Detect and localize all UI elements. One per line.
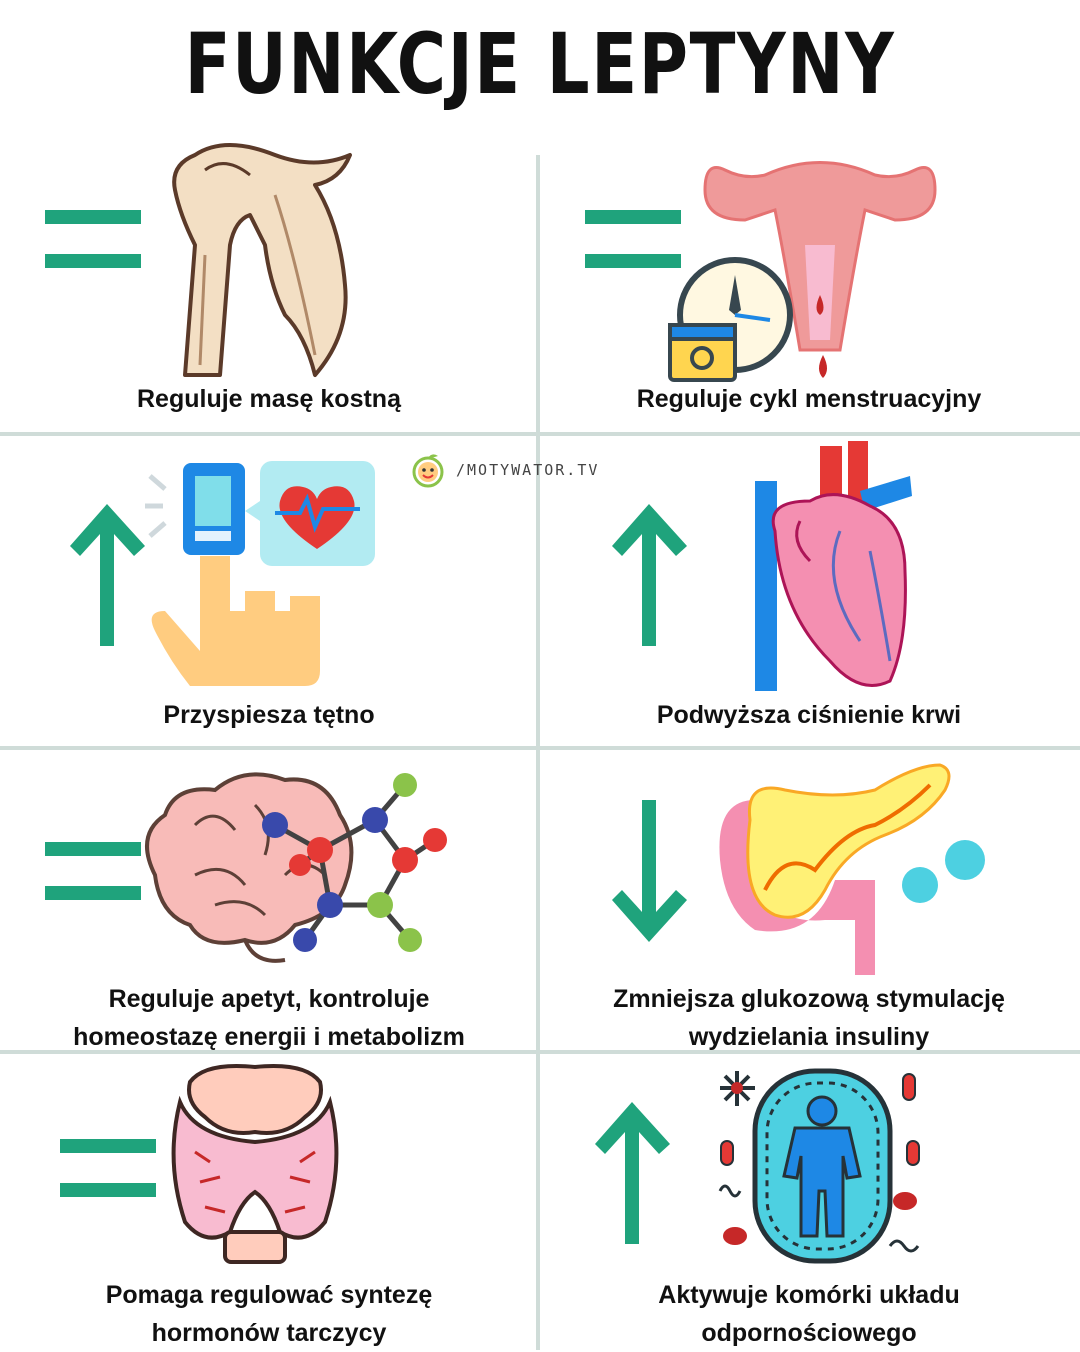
cell-label-line-1: Aktywuje komórki układu: [658, 1281, 960, 1309]
cell-label: Reguluje cykl menstruacyjny: [636, 385, 982, 413]
cell-label: Przyspiesza tętno: [163, 701, 375, 729]
page-title: FUNKCJE LEPTYNY: [184, 15, 896, 113]
equals-icon: [45, 210, 141, 268]
equals-icon: [45, 842, 141, 900]
pulse-oximeter-heart-icon: [145, 461, 375, 686]
horizontal-divider-3: [0, 1050, 1080, 1054]
arrow-up-icon: [612, 504, 687, 646]
horizontal-divider-1: [0, 432, 1080, 436]
cell-label-line-2: homeostazę energii i metabolizm: [73, 1023, 465, 1051]
cell-label: Podwyższa ciśnienie krwi: [656, 701, 962, 729]
cell-thyroid: Pomaga regulować syntezę hormonów tarczy…: [0, 1054, 538, 1350]
cell-appetite: Reguluje apetyt, kontroluje homeostazę e…: [0, 750, 538, 1051]
immune-cell-person-icon: [718, 1068, 920, 1264]
watermark: /MOTYWATOR.TV: [408, 450, 599, 490]
arrow-up-icon: [70, 504, 145, 646]
cell-label-line-2: hormonów tarczycy: [151, 1319, 387, 1347]
brain-molecule-icon: [145, 772, 447, 963]
thyroid-icon: [171, 1064, 339, 1264]
cell-heart-rate: Przyspiesza tętno: [0, 436, 538, 746]
uterus-calendar-clock-icon: [668, 161, 937, 382]
heart-anatomy-icon: [755, 441, 912, 691]
arrow-down-icon: [612, 800, 687, 942]
watermark-text: /MOTYWATOR.TV: [456, 461, 600, 479]
vertical-divider: [536, 155, 540, 1350]
cell-bone-mass: Reguluje masę kostną: [0, 130, 538, 430]
equals-icon: [585, 210, 681, 268]
horizontal-divider-2: [0, 746, 1080, 750]
arrow-up-icon: [595, 1102, 670, 1244]
cell-label-line-1: Reguluje apetyt, kontroluje: [108, 985, 430, 1013]
cell-label: Reguluje masę kostną: [137, 385, 401, 413]
equals-icon: [60, 1139, 156, 1197]
cell-label-line-1: Zmniejsza glukozową stymulację: [613, 985, 1005, 1013]
cell-menstrual-cycle: Reguluje cykl menstruacyjny: [540, 130, 1078, 430]
cell-insulin: Zmniejsza glukozową stymulację wydzielan…: [540, 750, 1078, 1051]
cell-blood-pressure: Podwyższa ciśnienie krwi: [540, 436, 1078, 746]
pancreas-icon: [719, 763, 985, 975]
shoulder-bone-icon: [172, 143, 352, 377]
cell-immune: Aktywuje komórki układu odpornościowego: [540, 1054, 1078, 1350]
cell-label-line-2: odpornościowego: [701, 1319, 917, 1347]
cell-label-line-2: wydzielania insuliny: [688, 1023, 930, 1051]
motywator-logo-icon: [412, 454, 444, 488]
cell-label-line-1: Pomaga regulować syntezę: [105, 1281, 433, 1309]
